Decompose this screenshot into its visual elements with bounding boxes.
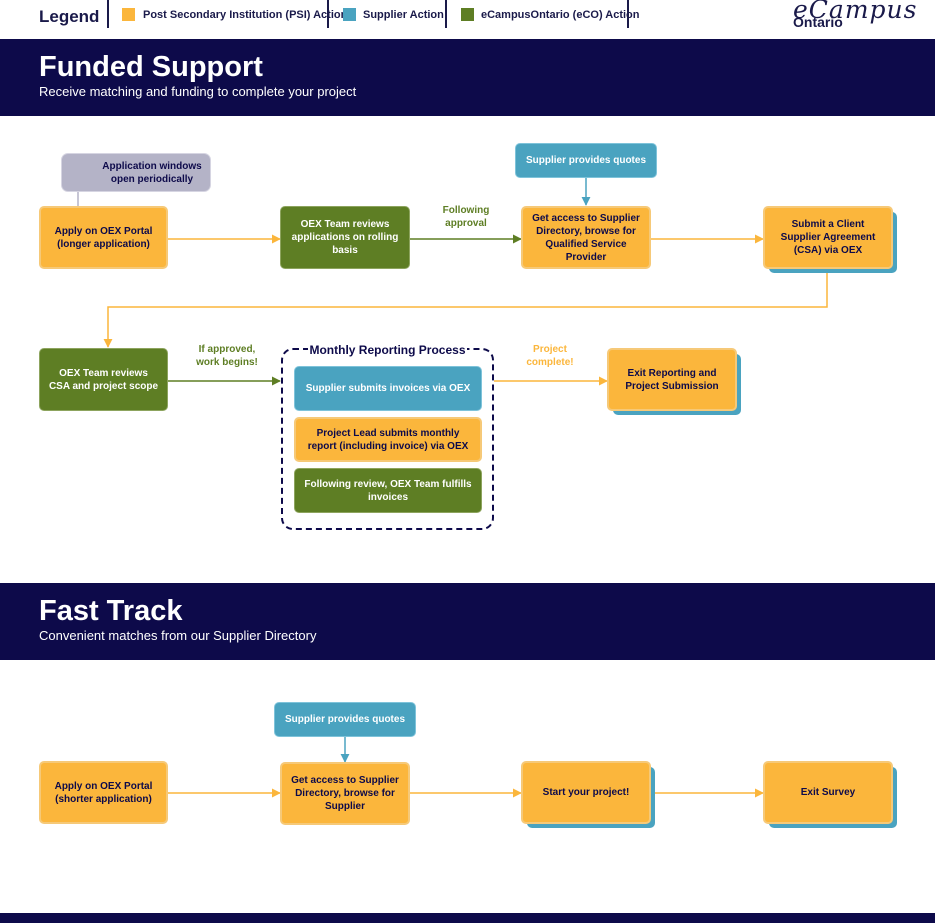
footer-band [0, 913, 935, 923]
oex-team-reviews-csa: OEX Team reviews CSA and project scope [39, 348, 168, 411]
project-lead-monthly-report: Project Lead submits monthly report (inc… [294, 417, 482, 462]
legend-swatch-eco [461, 8, 474, 21]
legend: Legend Post Secondary Institution (PSI) … [0, 0, 935, 38]
funded-support-header: Funded Support Receive matching and fund… [0, 39, 935, 116]
legend-swatch-supplier [343, 8, 356, 21]
arrow-csa-reviewcsa [103, 270, 828, 348]
get-access-supplier-directory: Get access to Supplier Directory, browse… [521, 206, 651, 269]
warning-text: Application windows open periodically [102, 161, 202, 185]
oex-team-fulfills-invoices: Following review, OEX Team fulfills invo… [294, 468, 482, 513]
legend-label-eco: eCampusOntario (eCO) Action [481, 9, 640, 21]
legend-swatch-psi [122, 8, 135, 21]
exit-reporting-submission: Exit Reporting and Project Submission [607, 348, 737, 411]
if-approved-label: If approved, work begins! [196, 344, 258, 368]
legend-title: Legend [39, 7, 100, 26]
logo-line2: Ontario [793, 14, 843, 30]
exit-survey: Exit Survey [763, 761, 893, 824]
oex-team-reviews-applications: OEX Team reviews applications on rolling… [280, 206, 410, 269]
funded-title: Funded Support [39, 51, 263, 83]
legend-divider [107, 0, 109, 28]
start-your-project: Start your project! [521, 761, 651, 824]
logo-line1: eCampus [793, 0, 918, 24]
legend-divider [445, 0, 447, 28]
supplier-provides-quotes: Supplier provides quotes [515, 143, 657, 178]
legend-label-supplier: Supplier Action [363, 9, 444, 21]
fast-track-subtitle: Convenient matches from our Supplier Dir… [39, 628, 317, 643]
ft-apply-oex-portal-shorter: Apply on OEX Portal (shorter application… [39, 761, 168, 824]
ft-supplier-provides-quotes: Supplier provides quotes [274, 702, 416, 737]
monthly-reporting-title: Monthly Reporting Process [308, 343, 467, 357]
fast-track-header: Fast Track Convenient matches from our S… [0, 583, 935, 660]
fast-track-title: Fast Track [39, 595, 183, 627]
submit-client-supplier-agreement: Submit a Client Supplier Agreement (CSA)… [763, 206, 893, 269]
application-windows-note: Application windows open periodically [61, 153, 211, 192]
legend-divider [627, 0, 629, 28]
supplier-submits-invoices: Supplier submits invoices via OEX [294, 366, 482, 411]
following-approval-label: Following approval [442, 205, 490, 229]
project-complete-label: Project complete! [526, 344, 574, 368]
apply-oex-portal-longer: Apply on OEX Portal (longer application) [39, 206, 168, 269]
legend-label-psi: Post Secondary Institution (PSI) Action [143, 9, 348, 21]
legend-divider [327, 0, 329, 28]
ft-get-access-supplier-directory: Get access to Supplier Directory, browse… [280, 762, 410, 825]
funded-subtitle: Receive matching and funding to complete… [39, 84, 357, 99]
ecampus-logo: eCampus Ontario [793, 0, 918, 30]
